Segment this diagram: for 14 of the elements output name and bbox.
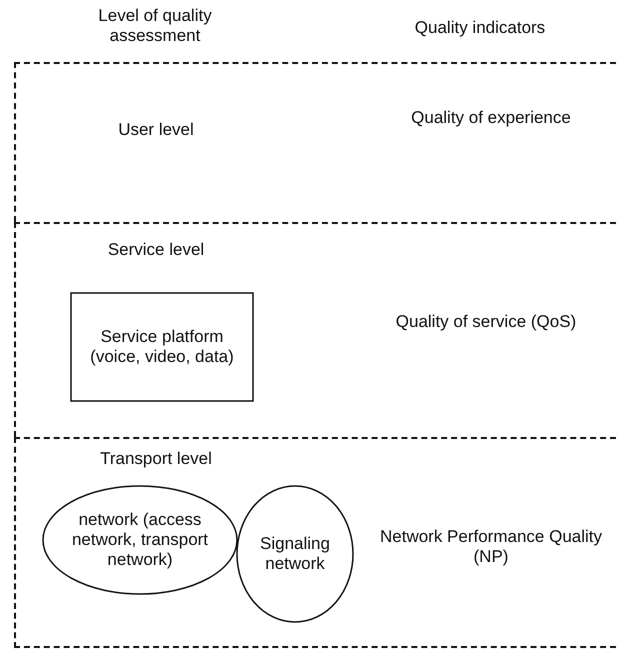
- network-label: Signaling network: [259, 534, 331, 574]
- quality-indicator: Quality of service (QoS): [394, 312, 578, 332]
- quality-indicator: Quality of experience: [410, 108, 572, 128]
- dashed-level-band: [14, 222, 616, 437]
- network-label: network (access network, transport network): [70, 510, 210, 570]
- quality-indicator: Network Performance Quality (NP): [378, 527, 604, 567]
- level-name: Transport level: [99, 449, 213, 469]
- level-name: User level: [117, 120, 195, 140]
- dashed-level-band: [14, 62, 616, 222]
- level-name: Service level: [106, 240, 206, 260]
- column-header: Quality indicators: [414, 18, 546, 38]
- dashed-level-band: [14, 437, 616, 648]
- column-header: Level of quality assessment: [97, 6, 213, 46]
- platform-label: Service platform (voice, video, data): [89, 327, 235, 367]
